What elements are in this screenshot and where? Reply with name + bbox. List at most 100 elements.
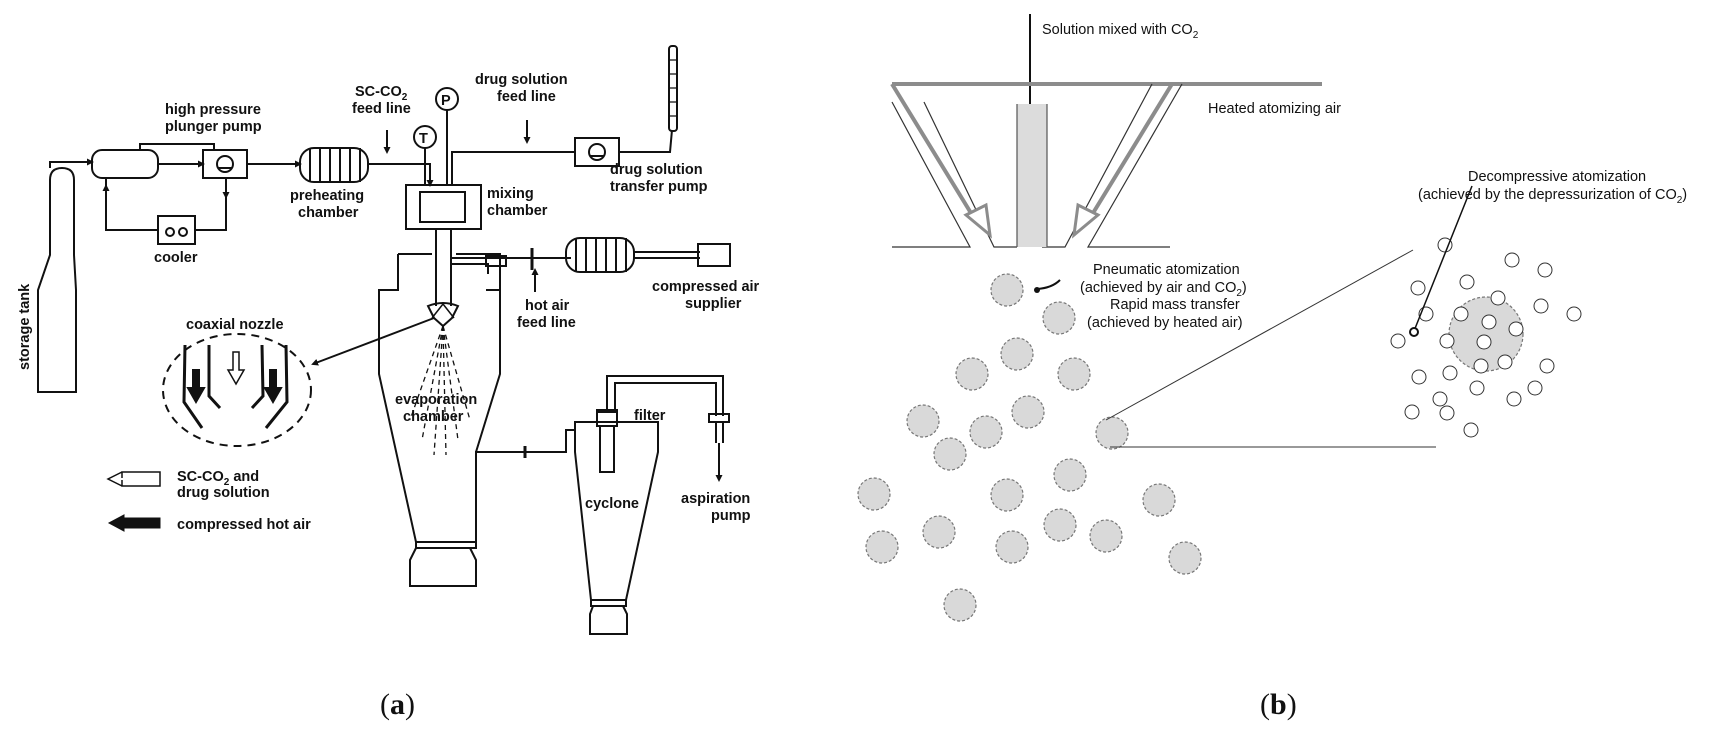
- heated-air-arrowhead-right: [1072, 202, 1101, 239]
- temperature-gauge-label: T: [419, 131, 428, 147]
- hot-air-heater-coil: [565, 237, 635, 273]
- heated-air-label: Heated atomizing air: [1208, 101, 1341, 117]
- caption-b: (b): [1260, 688, 1297, 721]
- nozzle-funnel: [891, 83, 1183, 248]
- heated-air-arrowhead-left: [963, 202, 992, 239]
- caption-a-letter: a: [390, 688, 405, 721]
- mixing-label-1: mixing: [487, 186, 534, 202]
- evaporation-label-2: chamber: [403, 409, 464, 425]
- drug-pump-icon: [588, 143, 606, 161]
- coaxial-nozzle-walls: [182, 344, 289, 429]
- pressure-gauge-label: P: [441, 93, 451, 109]
- storage-tank: [37, 166, 77, 393]
- rapid-label-1: Rapid mass transfer: [1110, 297, 1240, 313]
- mixing-chamber: [405, 184, 482, 230]
- storage-tank-label: storage tank: [17, 283, 33, 370]
- decompressive-label-1: Decompressive atomization: [1468, 169, 1646, 185]
- panel-a-process-diagram: storage tank high pressure plunger pump …: [17, 45, 760, 635]
- collector-jar: [409, 547, 477, 587]
- drug-pump-label-1: drug solution: [610, 162, 703, 178]
- droplet: [922, 515, 956, 549]
- aspiration-label-2: pump: [711, 508, 751, 524]
- compressed-air-supplier: [697, 243, 731, 267]
- receiver-vessel: [91, 149, 159, 179]
- droplet: [1011, 395, 1045, 429]
- aspiration-label-1: aspiration: [681, 491, 750, 507]
- pump-return-line: [139, 143, 215, 150]
- inset-open-arrow: [226, 351, 246, 386]
- sc-co2-feed-label-2: feed line: [352, 101, 411, 117]
- legend-filled-arrow-label: compressed hot air: [177, 517, 311, 533]
- preheating-label-1: preheating: [290, 188, 364, 204]
- cooler-label: cooler: [154, 250, 198, 266]
- hot-air-label-2: feed line: [517, 315, 576, 331]
- droplet: [1089, 519, 1123, 553]
- droplet: [1000, 337, 1034, 371]
- high-pressure-pump-label-1: high pressure: [165, 102, 261, 118]
- preheating-label-2: chamber: [298, 205, 359, 221]
- center-tube: [1017, 104, 1047, 247]
- zoom-line-upper: [1105, 249, 1414, 421]
- droplet: [1142, 483, 1176, 517]
- cyclone-collector-jar: [589, 605, 628, 635]
- coaxial-nozzle-label: coaxial nozzle: [186, 317, 284, 333]
- pneumatic-pointer: [1036, 279, 1061, 290]
- hot-air-label-1: hot air: [525, 298, 570, 314]
- compressed-air-label-1: compressed air: [652, 279, 760, 295]
- filter-label: filter: [634, 408, 666, 424]
- coaxial-nozzle-inset: [162, 333, 312, 447]
- high-pressure-pump: [202, 149, 248, 179]
- cyclone-label: cyclone: [585, 496, 639, 512]
- pneumatic-label-1: Pneumatic atomization: [1093, 262, 1240, 278]
- solution-label: Solution mixed with CO2: [1042, 22, 1199, 41]
- droplet: [1095, 416, 1129, 450]
- droplet: [955, 357, 989, 391]
- droplet: [1057, 357, 1091, 391]
- cyclone: [574, 409, 659, 635]
- evaporation-chamber: [378, 253, 575, 587]
- droplet: [943, 588, 977, 622]
- drug-feed-label-1: drug solution: [475, 72, 568, 88]
- droplet: [990, 478, 1024, 512]
- tank-feed-line: [49, 158, 94, 168]
- compressed-air-label-2: supplier: [685, 296, 742, 312]
- droplet: [1168, 541, 1202, 575]
- droplet: [1053, 458, 1087, 492]
- droplet: [865, 530, 899, 564]
- legend-filled-arrow-icon: [107, 514, 161, 532]
- inset-filled-arrow-left: [186, 369, 206, 405]
- drug-pump-label-2: transfer pump: [610, 179, 708, 195]
- legend-open-arrow-icon: [106, 471, 161, 487]
- mixing-label-2: chamber: [487, 203, 548, 219]
- high-pressure-pump-label-2: plunger pump: [165, 119, 262, 135]
- inset-filled-arrow-right: [263, 369, 283, 405]
- panel-b-atomization-diagram: Solution mixed with CO2 Heated atomizing…: [857, 14, 1687, 622]
- pump-icon: [216, 155, 234, 173]
- sc-co2-feed-label-1: SC-CO2: [355, 84, 408, 103]
- legend-open-arrow-label-2: drug solution: [177, 485, 270, 501]
- pneumatic-label-2: (achieved by air and CO2): [1080, 280, 1247, 299]
- heated-air-flow-arrows: [890, 82, 1174, 220]
- droplet: [995, 530, 1029, 564]
- evaporation-label-1: evaporation: [395, 392, 477, 408]
- droplet: [1042, 301, 1076, 335]
- droplet: [933, 437, 967, 471]
- preheating-coil: [299, 147, 369, 183]
- legend-open-arrow-label-1: SC-CO2 and: [177, 469, 259, 488]
- co2-bubbles: [1390, 237, 1582, 438]
- droplet: [1043, 508, 1077, 542]
- caption-b-letter: b: [1270, 688, 1287, 721]
- cooler-loop: [105, 178, 227, 231]
- droplet: [906, 404, 940, 438]
- drug-feed-label-2: feed line: [497, 89, 556, 105]
- rapid-label-2: (achieved by heated air): [1087, 315, 1243, 331]
- droplet: [990, 273, 1024, 307]
- filter-unit: [596, 411, 618, 427]
- nozzle-tip: [426, 302, 460, 328]
- droplet-field: [857, 273, 1202, 622]
- cooler: [157, 215, 196, 245]
- spray-pattern: [409, 325, 471, 456]
- caption-a: (a): [380, 688, 415, 721]
- droplet: [969, 415, 1003, 449]
